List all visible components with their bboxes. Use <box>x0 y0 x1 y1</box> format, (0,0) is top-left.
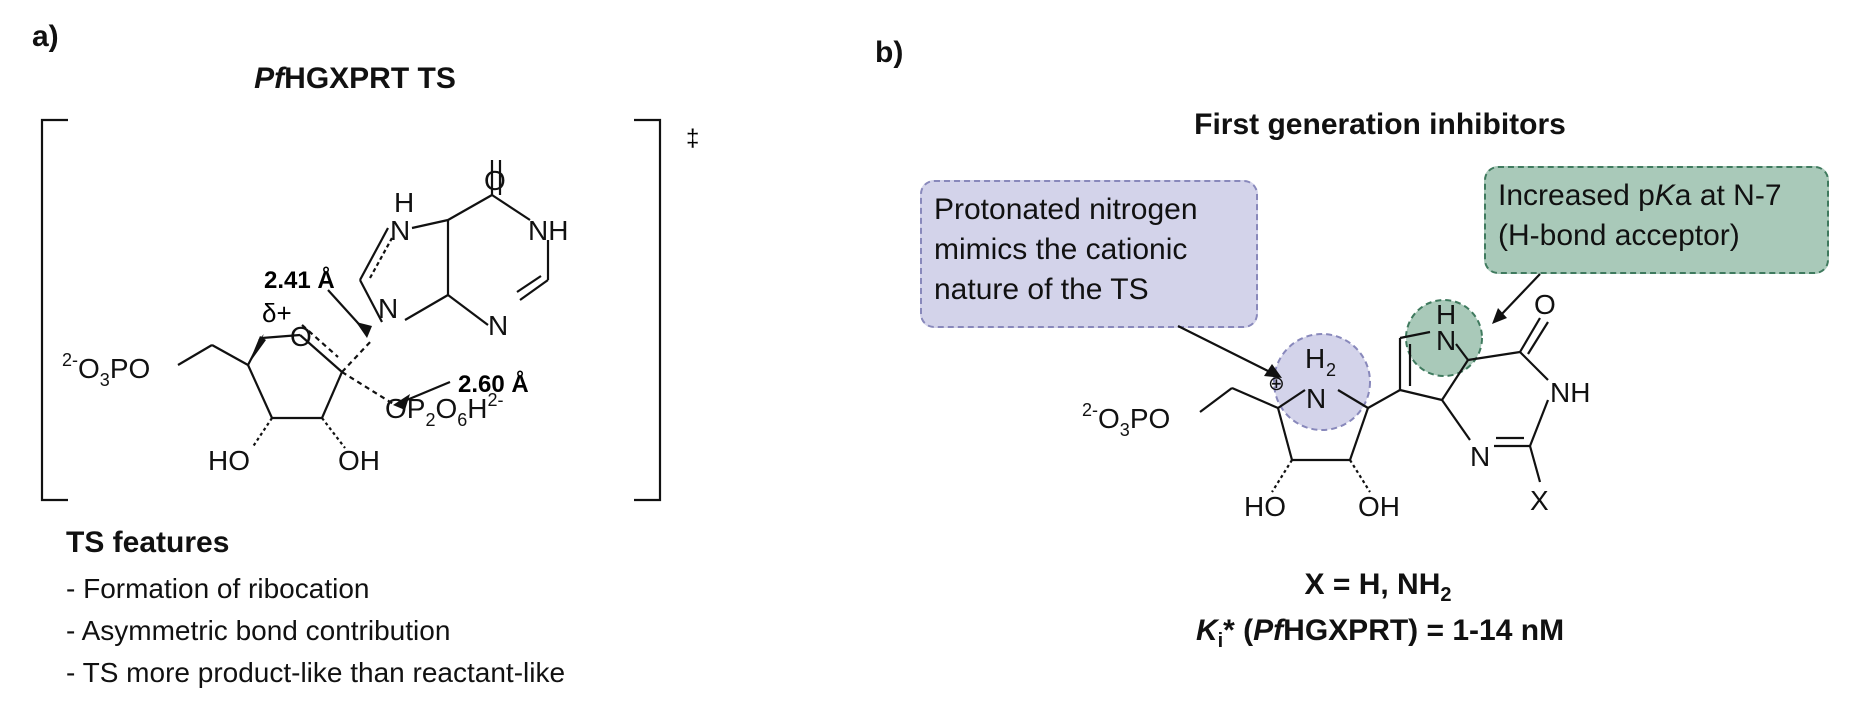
svg-text:N: N <box>378 293 398 324</box>
ki-value: Ki* (PfHGXPRT) = 1-14 nM <box>1195 614 1565 652</box>
delta-plus-label: δ+ <box>262 298 292 328</box>
svg-text:N: N <box>1470 441 1490 472</box>
svg-text:OP2O6H2-: OP2O6H2- <box>385 390 504 430</box>
svg-text:2: 2 <box>1326 360 1336 380</box>
features-list: Formation of ribocation Asymmetric bond … <box>66 568 565 694</box>
svg-text:N: N <box>390 215 410 246</box>
n7-highlight <box>1405 299 1483 377</box>
svg-text:⊕: ⊕ <box>1268 373 1285 395</box>
feature-item: Formation of ribocation <box>66 568 565 610</box>
panel-a-title: PfHGXPRT TS <box>254 62 456 95</box>
panel-b-label: b) <box>875 36 904 69</box>
svg-text:HO: HO <box>208 445 250 476</box>
svg-text:NH: NH <box>1550 377 1590 408</box>
svg-text:OH: OH <box>1358 491 1400 522</box>
panel-b-title: First generation inhibitors <box>1194 108 1566 141</box>
distance-label-2: 2.60 Å <box>458 370 529 398</box>
protonated-n-highlight <box>1273 333 1371 431</box>
phosphate-label: 2-O3PO <box>62 350 150 390</box>
right-bracket <box>634 118 662 502</box>
phosphate-label-b: 2-O3PO <box>1082 400 1170 440</box>
x-definition: X = H, NH2 <box>1304 568 1452 606</box>
feature-item: TS more product-like than reactant-like <box>66 652 565 694</box>
svg-text:H: H <box>394 187 414 218</box>
svg-text:N: N <box>1306 383 1326 414</box>
features-title: TS features <box>66 526 230 559</box>
svg-text:NH: NH <box>528 215 568 246</box>
feature-item: Asymmetric bond contribution <box>66 610 565 652</box>
svg-text:N: N <box>488 310 508 341</box>
pka-callout: Increased pKa at N-7 (H-bond acceptor) <box>1484 166 1829 274</box>
protonated-nitrogen-callout: Protonated nitrogen mimics the cationic … <box>920 180 1258 328</box>
ts-structure: 2-O3PO O HO OH OP2O6H2- N H N O NH N 2.4… <box>40 118 699 502</box>
left-bracket <box>40 118 68 502</box>
svg-text:H: H <box>1436 299 1456 330</box>
svg-text:O: O <box>1534 289 1556 320</box>
svg-text:HO: HO <box>1244 491 1286 522</box>
svg-text:O: O <box>290 321 312 352</box>
double-dagger: ‡ <box>686 125 699 152</box>
panel-a-label: a) <box>32 20 59 53</box>
distance-label-1: 2.41 Å <box>264 266 335 294</box>
svg-text:X: X <box>1530 485 1549 516</box>
svg-text:OH: OH <box>338 445 380 476</box>
svg-text:N: N <box>1436 325 1456 356</box>
svg-text:H: H <box>1305 343 1325 374</box>
svg-text:O: O <box>484 165 506 196</box>
